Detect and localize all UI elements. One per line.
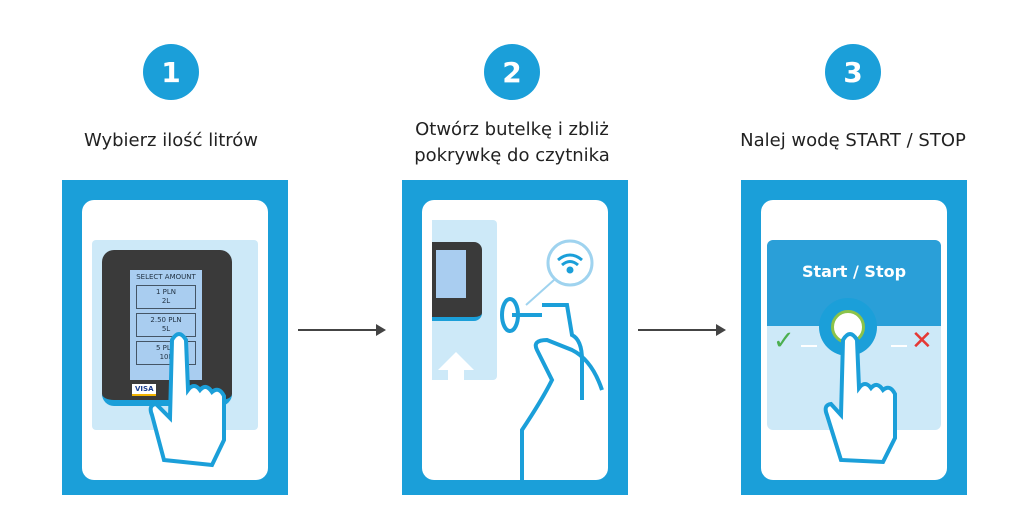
screen-header: SELECT AMOUNT [136,273,196,281]
step-3-panel: Start / Stop ✓ ✕ [741,180,967,495]
step-3-title: Nalej wodę START / STOP [740,130,966,151]
start-stop-label: Start / Stop [801,262,907,281]
step-1-number: 1 [143,44,199,100]
pointing-hand-icon [823,332,897,465]
pointing-hand-icon [148,332,226,468]
check-icon: ✓ [773,326,795,356]
bottle-nfc-illustration [438,239,604,480]
start-stop-button[interactable] [819,298,877,356]
arrow-1-to-2 [298,324,386,336]
step-2-title: Otwórz butelkę i zbliż pokrywkę do czytn… [362,117,662,169]
step-3-card: Start / Stop ✓ ✕ [761,200,947,480]
payment-terminal [432,242,482,321]
step-2-title-line1: Otwórz butelkę i zbliż [415,119,609,140]
wifi-icon [557,253,583,274]
visa-logo: VISA [132,384,157,396]
arrow-2-to-3 [638,324,726,336]
step-1-title: Wybierz ilość litrów [83,130,258,151]
step-2-number: 2 [484,44,540,100]
step-2-panel [402,180,628,495]
up-arrow-icon [438,352,474,395]
step-2-title-line2: pokrywkę do czytnika [414,145,610,166]
step-2-card [422,200,608,480]
step-3-number: 3 [825,44,881,100]
cross-icon: ✕ [911,326,933,356]
